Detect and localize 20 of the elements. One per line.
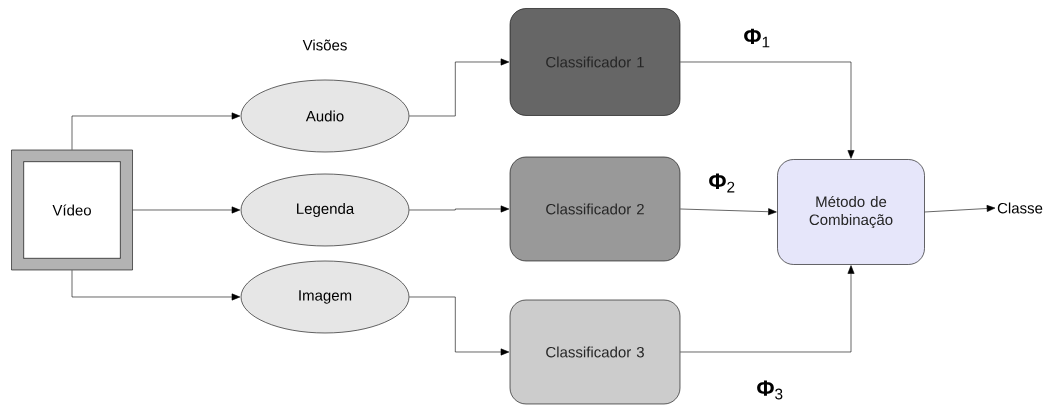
heading-label: Visões	[302, 39, 347, 51]
edge-label: Φ$_{1}$	[742, 27, 772, 49]
video-box: Vídeo	[11, 149, 133, 271]
classifier-box: Classificador 3	[509, 299, 681, 405]
arrow	[680, 265, 855, 353]
arrow	[680, 61, 855, 159]
arrow	[132, 206, 241, 214]
arrow	[680, 208, 777, 216]
arrow	[409, 205, 510, 213]
classifier-box: Classificador 1	[509, 8, 681, 116]
arrow	[409, 296, 510, 356]
arrow	[409, 58, 510, 117]
edge-label: Φ$_{3}$	[755, 379, 785, 401]
arrow	[71, 270, 241, 301]
output-label: Classe	[997, 202, 1043, 214]
arrow	[71, 112, 241, 150]
arrow	[924, 205, 996, 213]
edge-label: Φ$_{2}$	[707, 172, 737, 194]
combination-box: Método de Combinação	[777, 159, 925, 265]
classifier-box: Classificador 2	[509, 156, 681, 262]
